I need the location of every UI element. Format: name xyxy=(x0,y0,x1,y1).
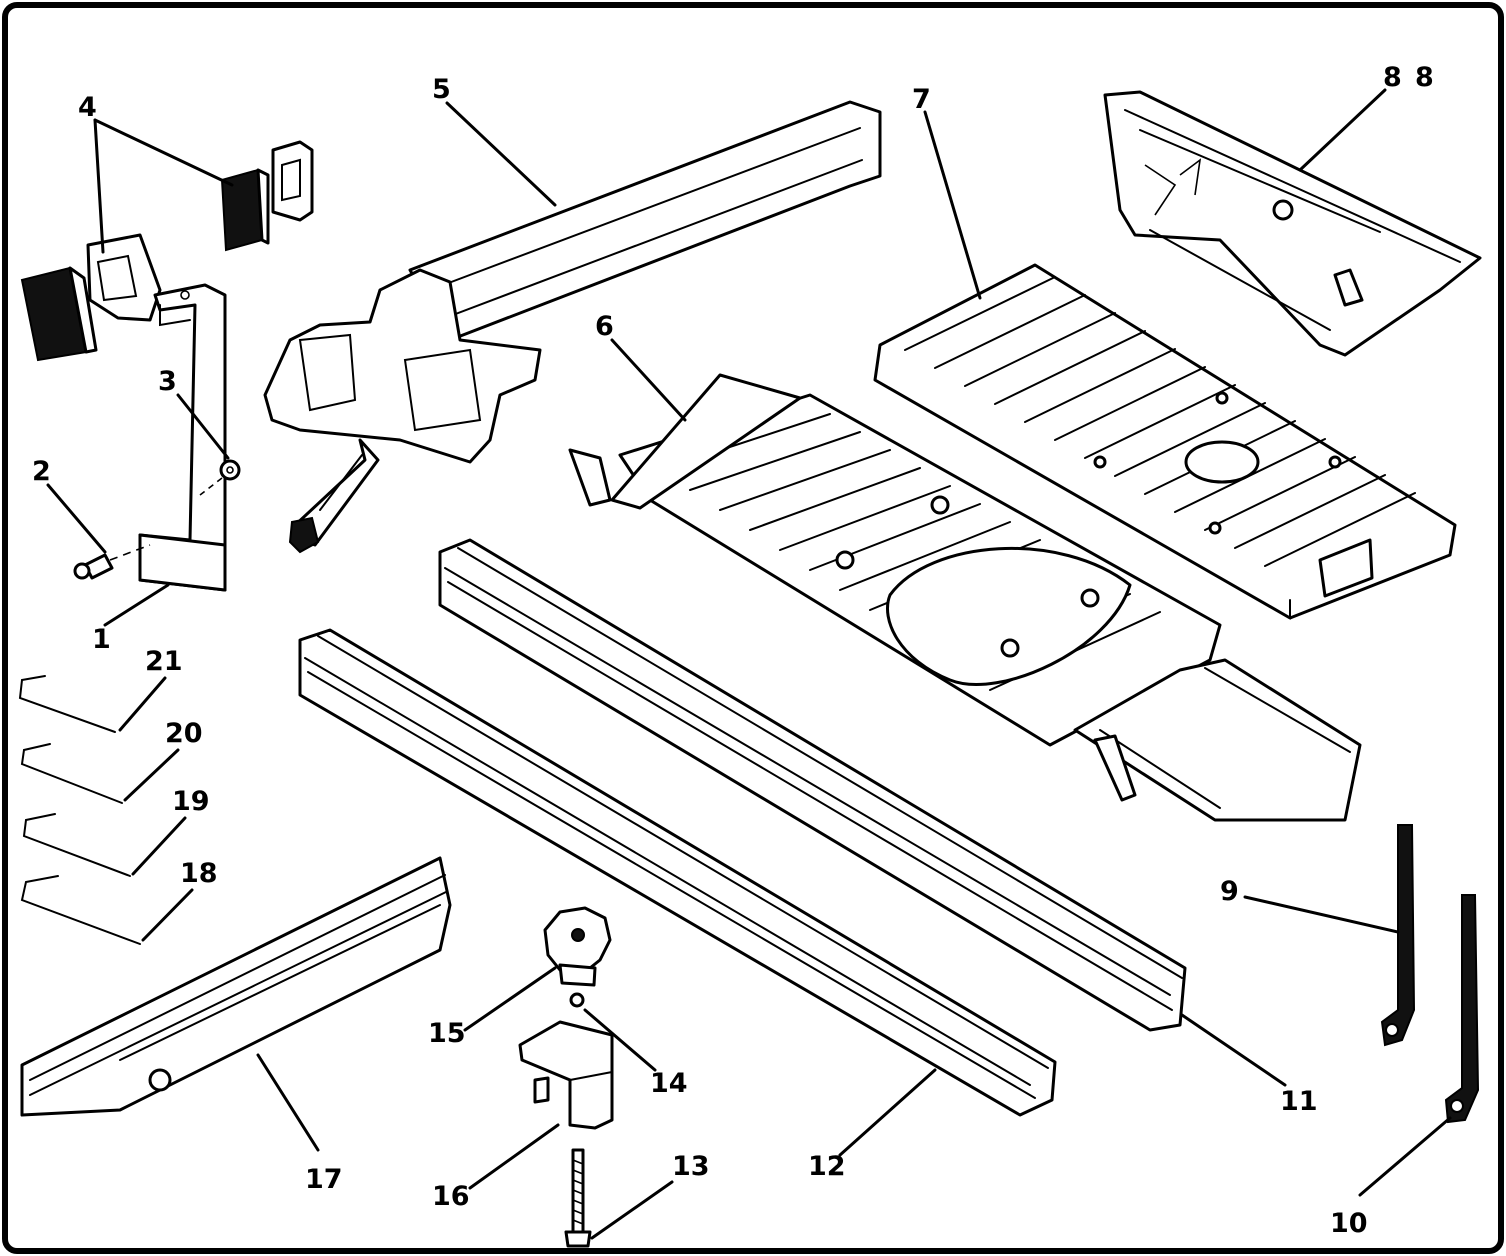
part-3-nut xyxy=(199,459,241,496)
part-2-screw xyxy=(73,544,151,580)
callout-6: 6 xyxy=(595,311,614,342)
callout-9: 9 xyxy=(1220,876,1239,907)
part-12-rail xyxy=(298,628,1057,1117)
part-6-sliding-table xyxy=(568,373,1362,822)
callout-7: 7 xyxy=(912,84,931,115)
callout-8-b: 8 xyxy=(1415,62,1434,93)
part-10-wrench xyxy=(1444,894,1480,1124)
callout-4: 4 xyxy=(78,92,97,123)
leader-lines xyxy=(46,88,1452,1240)
part-14-washer xyxy=(569,992,585,1008)
callout-12: 12 xyxy=(808,1151,846,1182)
part-17-rail-bracket xyxy=(20,856,452,1117)
part-8-blade-guard xyxy=(1103,90,1482,357)
part-15-knob xyxy=(543,906,612,987)
part-16-block xyxy=(518,1020,614,1130)
parts-18-21-hex-keys xyxy=(18,675,141,945)
callout-19: 19 xyxy=(172,786,210,817)
callout-8-a: 8 xyxy=(1383,62,1402,93)
callout-1: 1 xyxy=(92,624,111,655)
callout-15: 15 xyxy=(428,1018,466,1049)
callout-10: 10 xyxy=(1330,1208,1368,1239)
part-1-bracket xyxy=(138,283,227,592)
callout-11: 11 xyxy=(1280,1086,1318,1117)
part-9-wrench xyxy=(1380,824,1416,1047)
part-5-rip-fence xyxy=(263,100,882,554)
callout-20: 20 xyxy=(165,718,203,749)
callout-17: 17 xyxy=(305,1164,343,1195)
callout-13: 13 xyxy=(672,1151,710,1182)
callout-18: 18 xyxy=(180,858,218,889)
callout-21: 21 xyxy=(145,646,183,677)
callout-2: 2 xyxy=(32,456,51,487)
part-13-bolt xyxy=(564,1148,592,1248)
part-7-table-top xyxy=(873,263,1457,620)
callout-14: 14 xyxy=(650,1068,688,1099)
callout-16: 16 xyxy=(432,1181,470,1212)
part-11-rail xyxy=(438,538,1187,1032)
callout-3: 3 xyxy=(158,366,177,397)
callout-labels: 4 5 6 7 8 8 3 2 1 21 20 19 18 9 10 11 12… xyxy=(32,62,1434,1239)
part-4-inserts xyxy=(20,140,314,362)
callout-5: 5 xyxy=(432,74,451,105)
